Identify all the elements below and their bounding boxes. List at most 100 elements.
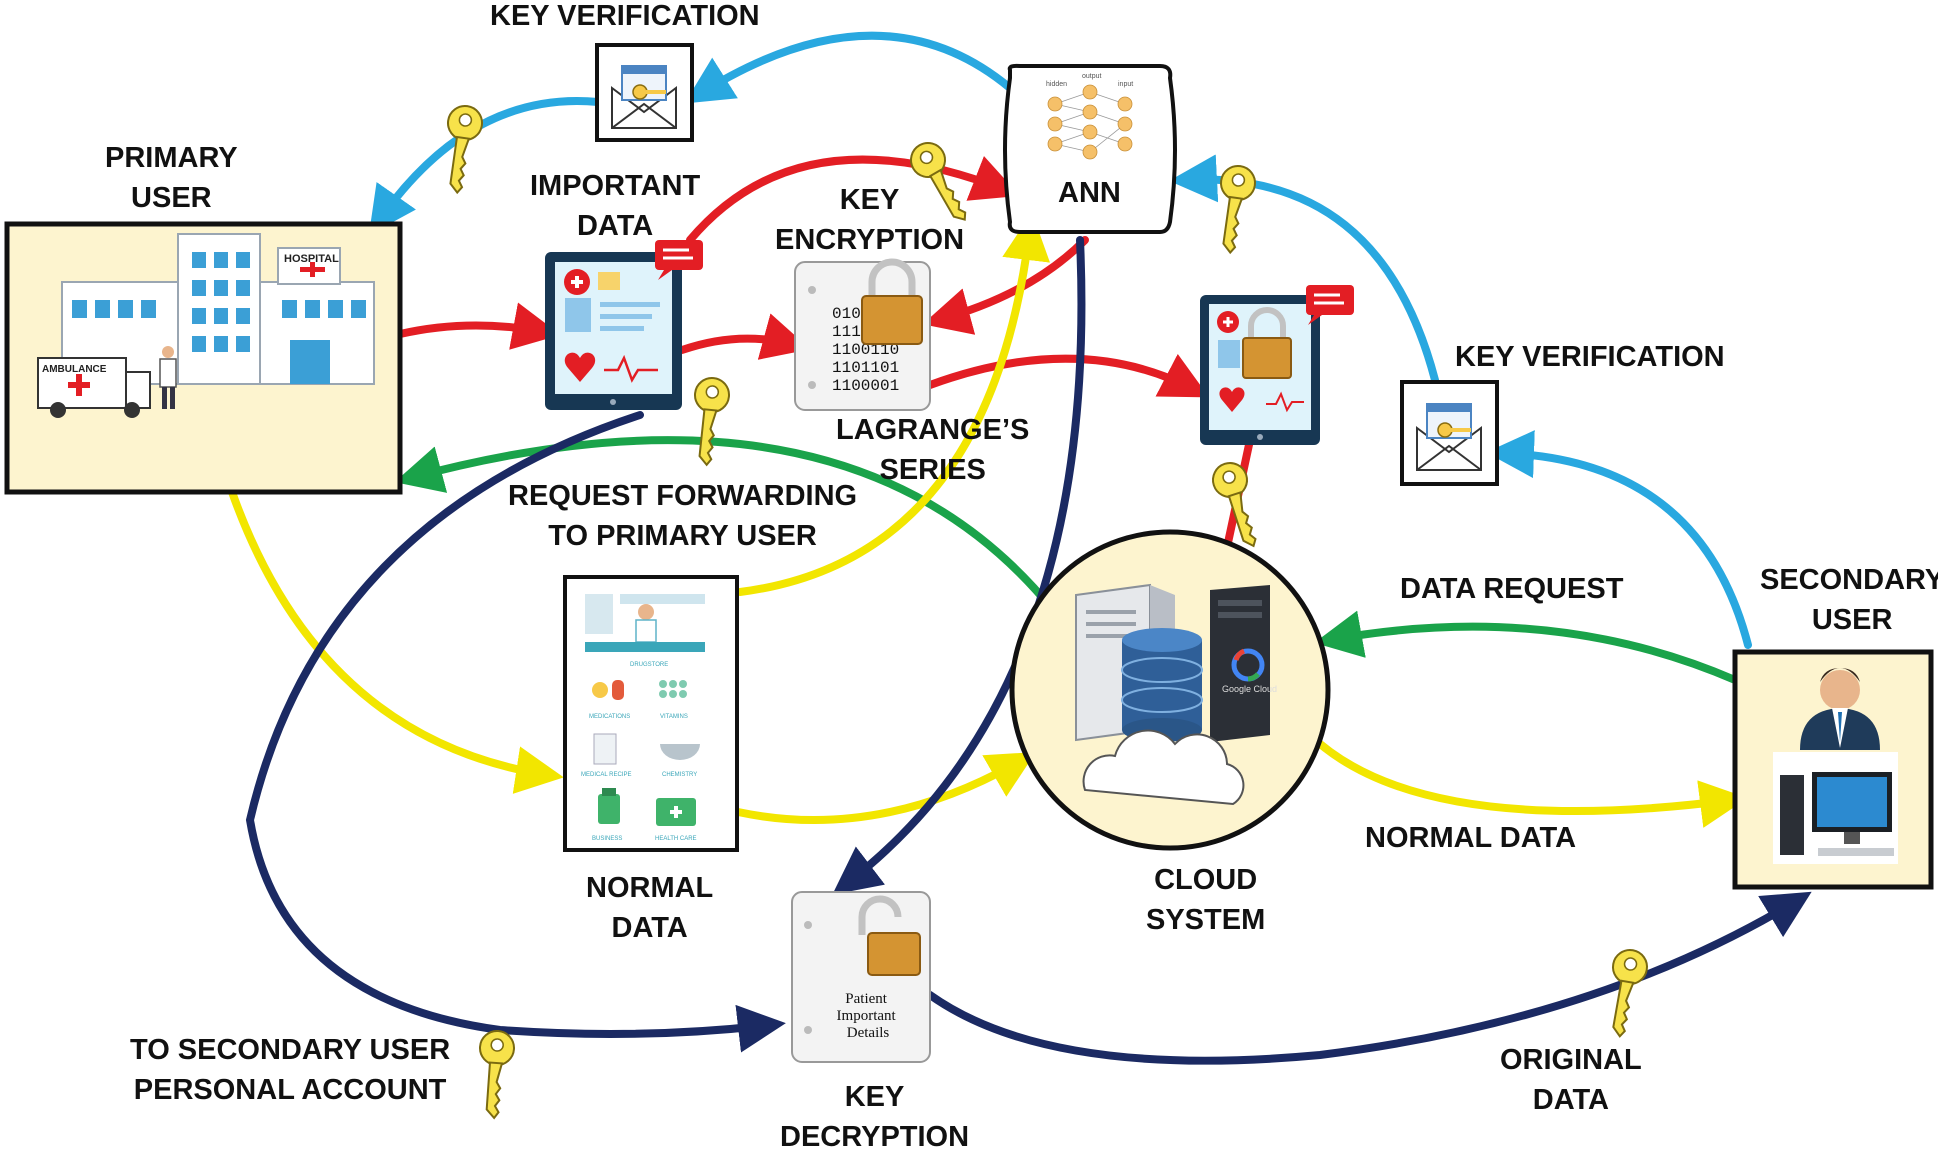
google-cloud-text: Google Cloud	[1222, 684, 1277, 694]
label-line: PERSONAL ACCOUNT	[133, 1074, 447, 1106]
pharmacy-section-label: MEDICAL RECIPE	[581, 772, 631, 778]
arrow-important-data-to-ann	[686, 155, 1020, 244]
hospital-sign-text: HOSPITAL	[284, 253, 339, 265]
key-icon	[474, 1028, 517, 1121]
arrow-cloud-to-secondary-user	[1306, 731, 1748, 828]
pharmacy-section-label: HEALTH CARE	[655, 836, 697, 842]
pharmacy-section-label: DRUGSTORE	[630, 662, 668, 668]
secondary-user-label: SECONDARY USER	[1760, 560, 1938, 640]
original-data-label: ORIGINAL DATA	[1500, 1040, 1642, 1120]
arrow-encryption-to-tablet	[926, 353, 1210, 398]
label-line: DATA	[1532, 1084, 1610, 1116]
important-data-label: IMPORTANT DATA	[530, 166, 700, 246]
label-line: USER	[131, 182, 212, 214]
desktop-computer-icon	[1780, 772, 1894, 856]
pharmacy-section-label: BUSINESS	[592, 836, 622, 842]
decryption-doc-line: Important	[837, 1008, 897, 1024]
label-line: CLOUD	[1154, 864, 1258, 896]
decryption-doc-line: Details	[847, 1025, 890, 1041]
ann-caption: output	[1082, 73, 1102, 80]
padlock-open-icon	[858, 895, 921, 976]
svg-text:Patient Important: Patient Important Details	[837, 991, 900, 1041]
primary-user-label: PRIMARY USER	[105, 138, 238, 218]
arrow-primary-user-to-normal-data	[228, 488, 564, 794]
binary-line: 010	[832, 305, 861, 323]
label-line: DATA	[576, 210, 654, 242]
ambulance-sign-text: AMBULANCE	[42, 364, 107, 375]
neural-network-icon	[1047, 84, 1133, 160]
pharmacy-section-label: CHEMISTRY	[662, 772, 697, 778]
label-line: KEY	[839, 184, 900, 216]
ann-caption: hidden	[1046, 81, 1067, 88]
ambulance-icon: AMBULANCE	[37, 357, 151, 418]
binary-line: 1101101	[832, 359, 899, 377]
binary-line: 111	[832, 323, 861, 341]
decryption-doc-line: Patient	[845, 991, 887, 1007]
person-icon	[1800, 668, 1880, 750]
data-request-label: DATA REQUEST	[1400, 573, 1624, 605]
arrow-ann-to-key-verification	[684, 31, 1014, 104]
important-data-tablet-icon	[545, 240, 703, 410]
label-line: DATA	[611, 912, 688, 944]
doctor-icon	[159, 346, 177, 409]
label-line: KEY	[844, 1081, 905, 1113]
arrow-secondary-user-to-key-verification	[1486, 430, 1752, 649]
label-line: DECRYPTION	[780, 1121, 970, 1153]
arrow-secondary-user-to-cloud	[1314, 610, 1739, 684]
secondary-user-panel	[1732, 649, 1934, 890]
key-verification-top-icon	[595, 43, 694, 142]
arrow-important-data-to-encryption	[678, 313, 811, 360]
binary-line: 1100001	[832, 377, 899, 395]
arrow-hospital-to-important-data	[396, 302, 561, 350]
label-line: SERIES	[879, 454, 986, 486]
green-flows	[394, 436, 1739, 684]
request-forwarding-label: REQUEST FORWARDING TO PRIMARY USER	[508, 476, 857, 556]
cloud-system-circle: Google Cloud	[1009, 529, 1331, 851]
label-line: TO PRIMARY USER	[548, 520, 817, 552]
arrow-key-decryption-to-secondary-user	[926, 891, 1812, 1065]
hospital-icon: HOSPITAL AMBULANCE	[37, 233, 375, 418]
label-line: USER	[1811, 604, 1893, 636]
key-verification-top-label: KEY VERIFICATION	[490, 0, 760, 32]
key-decryption-label: KEY DECRYPTION	[780, 1077, 969, 1157]
key-encryption-document-icon: 010 111 1100110 1101101 1100001	[794, 258, 931, 411]
primary-user-panel: HOSPITAL AMBULANCE	[4, 221, 403, 495]
ann-label: ANN	[1058, 177, 1121, 209]
key-verification-right-label: KEY VERIFICATION	[1455, 341, 1725, 373]
label-line: TO SECONDARY USER	[130, 1034, 451, 1066]
key-verification-right-icon	[1400, 380, 1499, 486]
arrow-normal-data-to-cloud	[734, 752, 1036, 825]
binary-line: 1100110	[832, 341, 899, 359]
label-line: IMPORTANT	[530, 170, 701, 202]
database-icon	[1121, 628, 1203, 742]
label-line: LAGRANGE’S	[836, 414, 1030, 446]
encrypted-data-tablet-icon	[1200, 285, 1354, 445]
to-secondary-user-label: TO SECONDARY USER PERSONAL ACCOUNT	[130, 1030, 450, 1110]
arrow-normal-data-to-ann	[736, 212, 1050, 596]
pharmacy-section-label: VITAMINS	[660, 714, 688, 720]
label-line: REQUEST FORWARDING	[508, 480, 858, 512]
cloud-icon	[1082, 729, 1245, 806]
normal-data-left-label: NORMAL DATA	[586, 868, 713, 948]
ann-caption: input	[1118, 81, 1133, 88]
normal-data-right-label: NORMAL DATA	[1365, 822, 1577, 854]
label-line: NORMAL	[586, 872, 714, 904]
svg-text:010 111 1100110: 010 111 1100110 1101101 1100001	[832, 305, 909, 395]
key-icon	[686, 375, 732, 468]
pharmacy-section-label: MEDICATIONS	[589, 714, 630, 720]
arrow-cloud-to-primary-user	[394, 436, 1057, 614]
lagranges-series-label: LAGRANGE’S SERIES	[836, 410, 1029, 490]
google-cloud-logo-icon: Google Cloud	[1222, 648, 1277, 694]
arrow-important-data-to-key-decryption	[245, 411, 786, 1053]
label-line: ENCRYPTION	[775, 224, 965, 256]
normal-data-pharmacy-panel: DRUGSTORE MEDICATIONS VITAMINS MEDICAL R…	[563, 575, 739, 852]
key-decryption-document-icon: Patient Important Details	[791, 891, 931, 1063]
key-encryption-label: KEY ENCRYPTION	[775, 180, 964, 260]
label-line: PRIMARY	[105, 142, 238, 174]
label-line: SYSTEM	[1146, 904, 1266, 936]
cloud-system-label: CLOUD SYSTEM	[1146, 860, 1265, 940]
label-line: SECONDARY	[1760, 564, 1938, 596]
ann-box: hidden output input	[1003, 63, 1177, 234]
label-line: ORIGINAL	[1500, 1044, 1642, 1076]
